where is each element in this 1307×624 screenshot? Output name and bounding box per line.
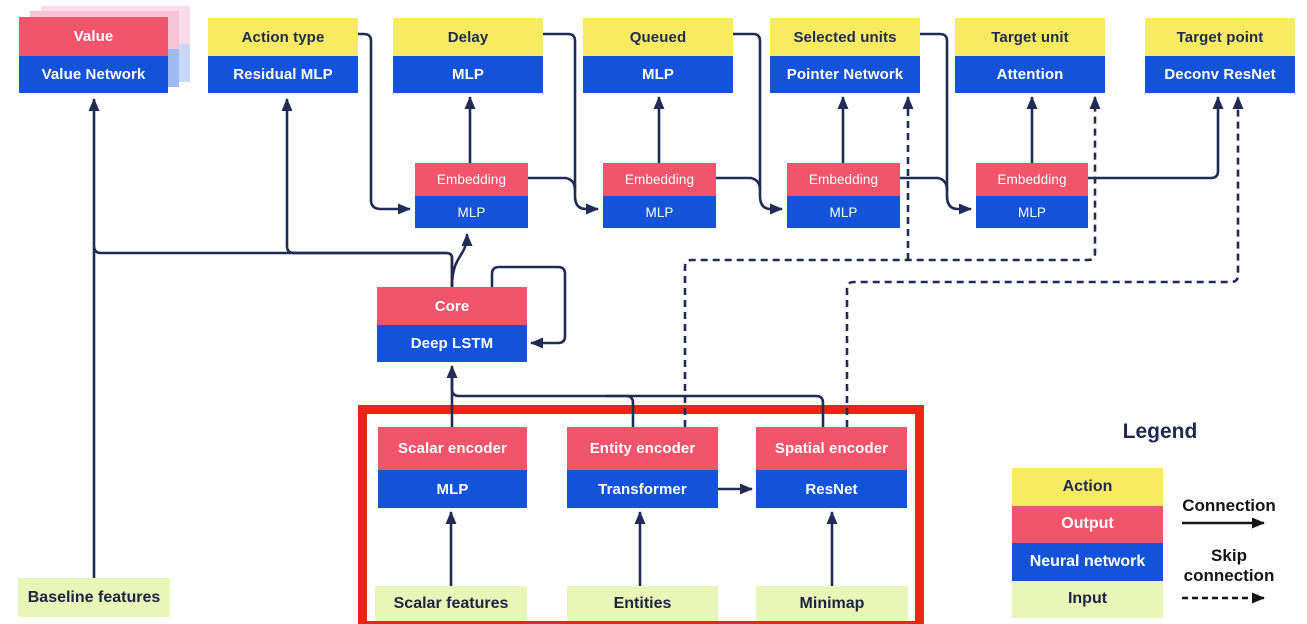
node-target-unit: Target unit Attention (955, 18, 1105, 93)
encoder-network-label: MLP (378, 470, 527, 508)
head-network-label: Attention (955, 56, 1105, 93)
input-entities: Entities (567, 586, 718, 621)
input-baseline-features: Baseline features (18, 578, 170, 617)
node-queued: Queued MLP (583, 18, 733, 93)
head-action-label: Queued (583, 18, 733, 56)
embedding-mlp-label: MLP (787, 196, 900, 228)
value-output-label: Value (19, 17, 168, 56)
head-action-label: Delay (393, 18, 543, 56)
legend-item-neural-network: Neural network (1012, 543, 1163, 581)
node-embedding-2: Embedding MLP (603, 163, 716, 228)
head-action-label: Target unit (955, 18, 1105, 56)
node-selected-units: Selected units Pointer Network (770, 18, 920, 93)
wire-embedding4-to-deconv (1088, 96, 1224, 180)
skip-entity-to-attention (683, 96, 1101, 427)
skip-connections (683, 96, 1244, 427)
head-action-label: Action type (208, 18, 358, 56)
encoder-label: Spatial encoder (756, 427, 907, 470)
input-scalar-features: Scalar features (375, 586, 527, 621)
encoder-label: Scalar encoder (378, 427, 527, 470)
embedding-label: Embedding (603, 163, 716, 196)
head-network-label: Pointer Network (770, 56, 920, 93)
node-embedding-3: Embedding MLP (787, 163, 900, 228)
node-embedding-1: Embedding MLP (415, 163, 528, 228)
wire-embedding1-chain (528, 176, 577, 191)
legend-title: Legend (1122, 420, 1198, 443)
embedding-mlp-label: MLP (976, 196, 1088, 228)
embedding-label: Embedding (976, 163, 1088, 196)
core-lstm-label: Deep LSTM (377, 325, 527, 362)
head-network-label: Deconv ResNet (1145, 56, 1295, 93)
skip-spatial-to-deconv (845, 96, 1244, 427)
node-core: Core Deep LSTM (377, 287, 527, 362)
head-network-label: Residual MLP (208, 56, 358, 93)
head-network-label: MLP (393, 56, 543, 93)
core-label: Core (377, 287, 527, 325)
encoder-label: Entity encoder (567, 427, 718, 470)
legend-item-input: Input (1012, 580, 1163, 618)
legend-item-action: Action (1012, 468, 1163, 506)
wire-core-to-value (92, 245, 454, 287)
encoder-network-label: ResNet (756, 470, 907, 508)
head-action-label: Target point (1145, 18, 1295, 56)
embedding-label: Embedding (415, 163, 528, 196)
value-network-label: Value Network (19, 56, 168, 93)
legend-skip-connection-label: Skip connection (1183, 546, 1275, 585)
node-target-point: Target point Deconv ResNet (1145, 18, 1295, 93)
wire-embedding3-chain (900, 176, 949, 191)
legend-connection-label: Connection (1182, 496, 1276, 515)
head-action-label: Selected units (770, 18, 920, 56)
head-network-label: MLP (583, 56, 733, 93)
encoder-highlight-rectangle (358, 405, 924, 624)
encoder-network-label: Transformer (567, 470, 718, 508)
node-spatial-encoder: Spatial encoder ResNet (756, 427, 907, 508)
legend-swatch-list: Action Output Neural network Input (1012, 468, 1163, 618)
input-minimap: Minimap (756, 586, 908, 621)
legend-item-output: Output (1012, 505, 1163, 543)
wire-core-to-embedding1 (450, 233, 473, 288)
embedding-mlp-label: MLP (603, 196, 716, 228)
node-delay: Delay MLP (393, 18, 543, 93)
node-entity-encoder: Entity encoder Transformer (567, 427, 718, 508)
embedding-label: Embedding (787, 163, 900, 196)
embedding-mlp-label: MLP (415, 196, 528, 228)
wire-embedding2-chain (716, 176, 762, 191)
node-embedding-4: Embedding MLP (976, 163, 1088, 228)
node-scalar-encoder: Scalar encoder MLP (378, 427, 527, 508)
node-action-type: Action type Residual MLP (208, 18, 358, 93)
node-value: Value Value Network (19, 17, 168, 93)
